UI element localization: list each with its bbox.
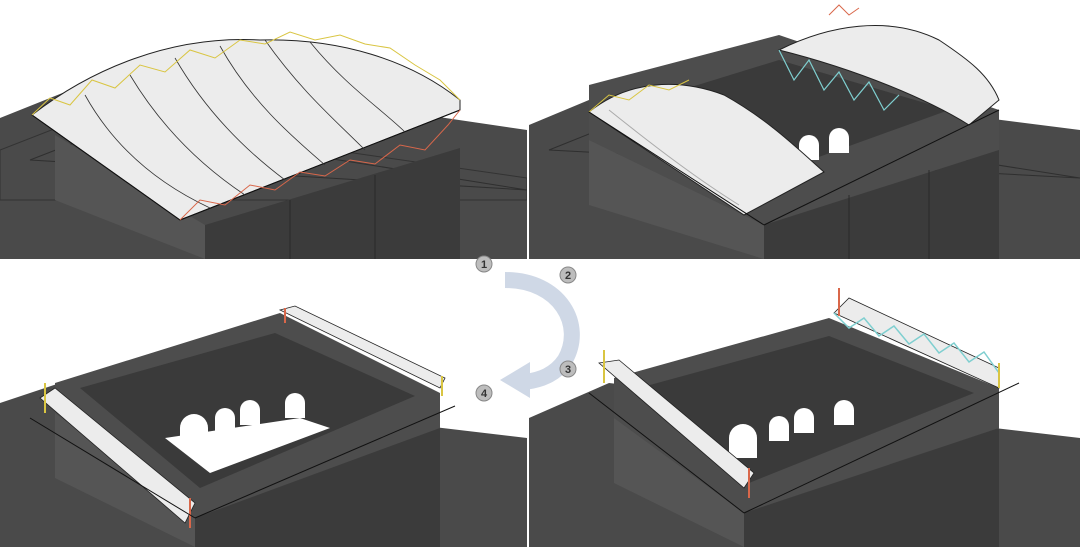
svg-text:2: 2 bbox=[565, 270, 571, 282]
step-marker-1: 1 bbox=[475, 255, 493, 273]
step-sequence: 1 2 3 4 bbox=[470, 250, 610, 410]
membrane-roof bbox=[31, 39, 461, 221]
building-front-wall bbox=[205, 148, 460, 259]
svg-text:3: 3 bbox=[565, 364, 571, 376]
truss-top bbox=[31, 31, 461, 116]
building-side-wall bbox=[589, 140, 764, 259]
building-front-wall bbox=[744, 428, 999, 547]
panel-roof-half-open bbox=[529, 0, 1080, 259]
truss-cyan bbox=[833, 312, 1000, 374]
membrane-left bbox=[588, 83, 825, 216]
membrane-right-retracted bbox=[278, 305, 446, 389]
step-marker-4: 4 bbox=[475, 384, 493, 402]
membrane-left-retracted bbox=[39, 387, 196, 524]
arrow-head bbox=[500, 362, 530, 398]
building-side-wall bbox=[55, 413, 195, 547]
building-front-wall bbox=[195, 428, 440, 547]
building-side-wall bbox=[55, 135, 205, 259]
svg-text:1: 1 bbox=[481, 259, 487, 271]
sequence-arrow bbox=[504, 272, 580, 390]
panel-roof-fully-open bbox=[0, 288, 527, 547]
svg-text:4: 4 bbox=[481, 388, 488, 400]
building-side-wall bbox=[614, 418, 744, 547]
step-marker-3: 3 bbox=[559, 360, 577, 378]
panel-roof-opening bbox=[529, 288, 1080, 547]
step-marker-2: 2 bbox=[559, 266, 577, 284]
truss-cyan bbox=[778, 49, 900, 111]
membrane-left-retracted bbox=[598, 359, 755, 489]
membrane-right bbox=[777, 25, 1000, 126]
panel-roof-closed bbox=[0, 0, 527, 259]
truss-bottom bbox=[179, 109, 461, 221]
building-front-wall bbox=[764, 150, 999, 259]
